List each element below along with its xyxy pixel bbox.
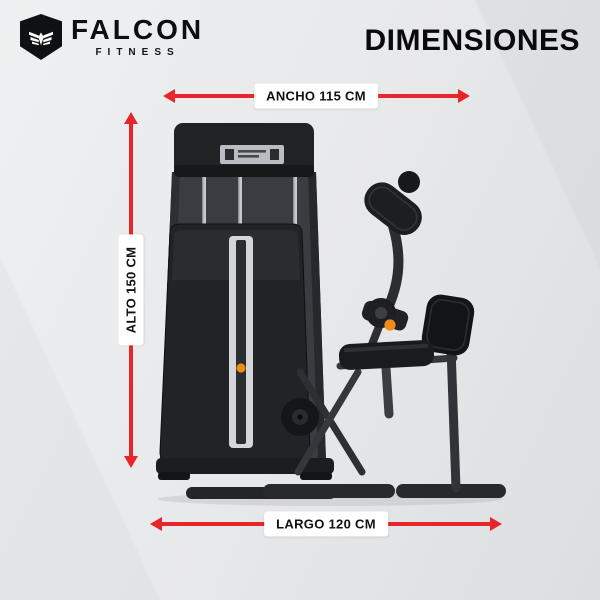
seat-pad <box>338 340 435 370</box>
tower-placard <box>220 145 284 164</box>
brand-text: FALCON FITNESS <box>71 16 204 58</box>
page-title: DIMENSIONES <box>364 24 580 57</box>
back-pad <box>421 294 475 356</box>
arrowhead-left-icon <box>150 517 162 531</box>
arrowhead-right-icon <box>458 89 470 103</box>
brand-name: FALCON <box>71 14 205 45</box>
exercise-machine-illustration <box>156 123 506 506</box>
weight-shield <box>159 223 311 463</box>
width-dimension-label: ANCHO 115 CM <box>254 83 378 109</box>
arrowhead-up-icon <box>124 112 138 124</box>
height-dimension-label: ALTO 150 CM <box>118 234 144 346</box>
arrowhead-right-icon <box>490 517 502 531</box>
arrowhead-down-icon <box>124 456 138 468</box>
weight-pin-knob <box>236 363 246 373</box>
arrowhead-left-icon <box>163 89 175 103</box>
tower-base <box>156 458 334 474</box>
weight-stack-tower <box>156 123 334 480</box>
falcon-shield-icon <box>20 14 62 60</box>
brand-logo: FALCON FITNESS <box>20 14 204 60</box>
falcon-wings-icon <box>29 31 53 46</box>
brand-tagline: FITNESS <box>95 47 180 58</box>
machine-base-rails <box>186 484 506 499</box>
arm-top-roller <box>398 171 420 193</box>
adjustment-knob <box>384 319 396 331</box>
chest-pad <box>364 182 422 236</box>
crunch-arm <box>361 171 422 331</box>
length-dimension-label: LARGO 120 CM <box>264 511 388 537</box>
weight-plate <box>281 398 319 436</box>
